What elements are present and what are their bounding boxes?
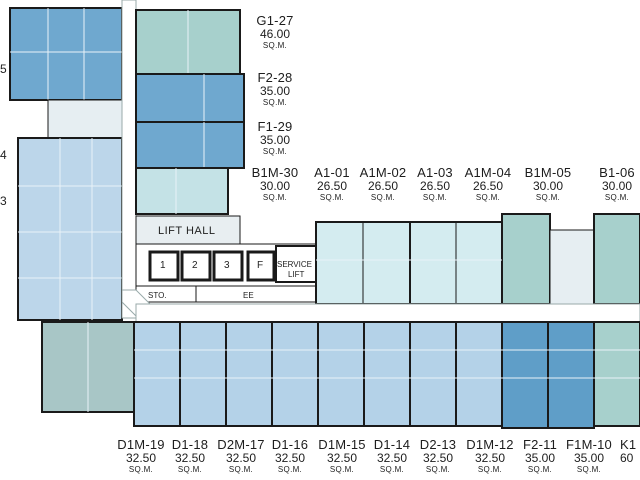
lift-1-label: 1: [160, 260, 166, 271]
label-b1-06: B1-06 30.00 SQ.M.: [599, 166, 635, 202]
lift-hall-label: LIFT HALL: [158, 225, 216, 237]
label-d1-18: D1-18 32.50 SQ.M.: [171, 437, 209, 474]
label-d1m-15: D1M-15 32.50 SQ.M.: [318, 437, 366, 474]
unit-d1m-19: [133, 321, 181, 427]
lift-hall: [135, 215, 241, 245]
unit-d1-18: [179, 321, 227, 427]
ee-label: EE: [243, 291, 254, 300]
lift-f-label: F: [257, 260, 264, 271]
unit-b1m-30: [135, 167, 229, 215]
unit-d1m-15: [317, 321, 365, 427]
label-f2-28: F2-28 35.00 SQ.M.: [257, 70, 293, 107]
unit-b1-06: [593, 213, 640, 305]
unit-f1-29: [135, 121, 245, 169]
unit-f2-28: [135, 73, 245, 123]
lift-3-label: 3: [224, 260, 230, 271]
service-lift-label-1: SERVICE: [277, 260, 312, 269]
label-a1-03: A1-03 26.50 SQ.M.: [417, 165, 453, 202]
service-lift-room: [275, 245, 317, 283]
unit-d1-14: [363, 321, 411, 427]
label-d1m-19: D1M-19 32.50 SQ.M.: [117, 437, 165, 474]
label-d2-13: D2-13 32.50 SQ.M.: [419, 437, 457, 474]
unit-f1m-10: [547, 321, 595, 429]
label-k1: K1 60: [620, 438, 637, 464]
label-a1-01: A1-01 26.50 SQ.M.: [314, 165, 350, 202]
unit-block-left-mid: [17, 137, 123, 321]
label-a1m-04: A1M-04 26.50 SQ.M.: [464, 165, 512, 202]
corridor-vertical: [121, 0, 137, 319]
label-d2m-17: D2M-17 32.50 SQ.M.: [217, 437, 265, 474]
sto-label: STO.: [148, 291, 167, 300]
unit-b1m-05: [501, 213, 551, 305]
lift-2-label: 2: [192, 260, 198, 271]
unit-k1: [593, 321, 640, 427]
corridor-horizontal: [135, 303, 640, 323]
service-lift-label-2: LIFT: [288, 270, 305, 279]
label-a1m-02: A1M-02 26.50 SQ.M.: [359, 165, 407, 202]
stair-left: [47, 99, 123, 139]
unit-f2-11: [501, 321, 549, 429]
lift-2-shaft: [180, 250, 212, 282]
unit-d2-13: [409, 321, 457, 427]
lift-f-shaft: [246, 250, 276, 282]
unit-d1-16: [271, 321, 319, 427]
edge-label-5: 5: [0, 62, 7, 76]
interior-partitions: [134, 259, 640, 379]
edge-label-3: 3: [0, 194, 7, 208]
label-f1m-10: F1M-10 35.00 SQ.M.: [566, 437, 612, 474]
unit-d2m-17: [225, 321, 273, 427]
label-f2-11: F2-11 35.00 SQ.M.: [523, 437, 557, 474]
label-b1m-05: B1M-05 30.00 SQ.M.: [524, 165, 572, 202]
label-b1m-30: B1M-30 30.00 SQ.M.: [251, 165, 299, 202]
stair-right: [549, 229, 595, 305]
label-d1-16: D1-16 32.50 SQ.M.: [271, 437, 309, 474]
edge-label-4: 4: [0, 148, 7, 162]
unit-block-left-upper: [9, 7, 123, 101]
label-f1-29: F1-29 35.00 SQ.M.: [257, 119, 293, 156]
unit-d1m-12: [455, 321, 503, 427]
label-g1-27: G1-27 46.00 SQ.M.: [256, 13, 294, 50]
lift-1-shaft: [148, 250, 180, 282]
lift-3-shaft: [212, 250, 244, 282]
label-d1m-12: D1M-12 32.50 SQ.M.: [466, 437, 514, 474]
label-d1-14: D1-14 32.50 SQ.M.: [373, 437, 411, 474]
